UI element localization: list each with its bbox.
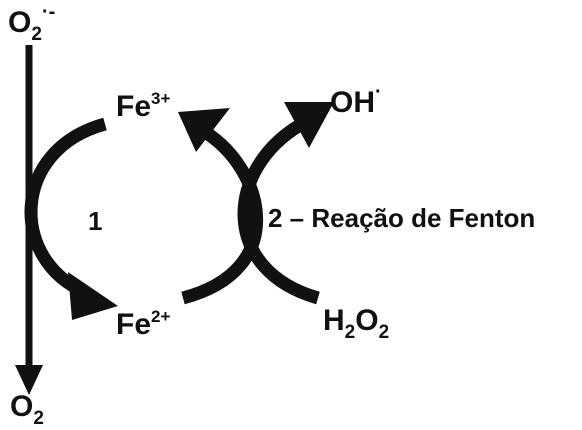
h2o2-sub-h: 2	[344, 322, 356, 343]
superoxide-sub: 2	[31, 24, 42, 45]
hydroxyl-base: OH	[330, 86, 375, 119]
h2o2-sub-o: 2	[378, 322, 390, 343]
cycle-1-arc	[24, 117, 107, 298]
superoxide-base: O	[8, 6, 32, 39]
reaction-1-label: 1	[88, 206, 103, 236]
fenton-arc-h2o2	[237, 119, 320, 305]
fenton-arrowhead-fe3	[178, 108, 230, 152]
superoxide-label: O2·-	[8, 2, 55, 44]
vertical-arrow-head	[15, 365, 43, 395]
oxygen-sub: 2	[33, 408, 44, 429]
h2o2-label: H2O2	[323, 304, 389, 343]
fe2-sup: 2+	[151, 307, 171, 326]
fenton-arc-fe-oxidation	[181, 126, 263, 305]
fe2-base: Fe	[116, 308, 152, 341]
reaction-2-label: 2 – Reação de Fenton	[268, 203, 536, 233]
hydroxyl-sup: ·	[375, 81, 382, 103]
hydroxyl-label: OH·	[330, 82, 382, 119]
fe2-label: Fe2+	[116, 307, 171, 341]
oxygen-base: O	[10, 390, 34, 423]
fe3-label: Fe3+	[116, 89, 171, 123]
fe3-base: Fe	[116, 90, 152, 123]
fe3-sup: 3+	[151, 89, 171, 108]
h2o2-base-h: H	[323, 304, 345, 337]
fenton-arrowhead-oh	[284, 102, 334, 148]
oxygen-label: O2	[10, 390, 44, 429]
cycle-1-arrowhead	[68, 272, 118, 320]
superoxide-sup: ·-	[41, 1, 56, 23]
h2o2-base-o: O	[355, 304, 379, 337]
